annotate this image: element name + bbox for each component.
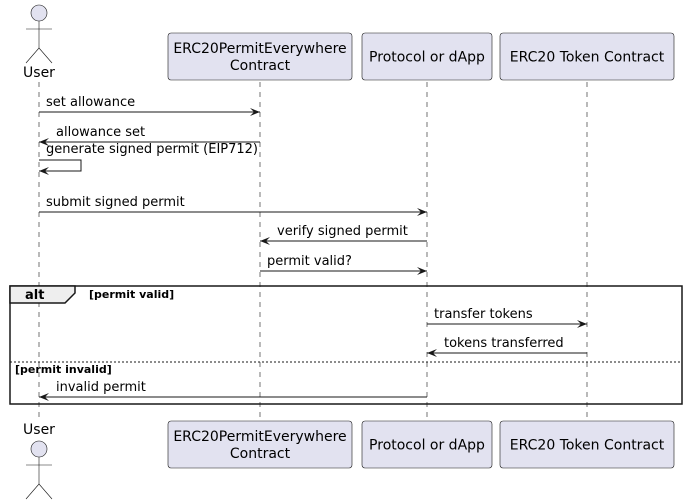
participant-box <box>499 420 675 469</box>
messages: set allowance allowance set generate signe… <box>39 95 587 401</box>
message-label: generate signed permit (EIP712) <box>46 142 258 157</box>
message-label: permit valid? <box>267 254 352 269</box>
fragment-condition-invalid: [permit invalid] <box>15 363 112 376</box>
actor-figure-icon <box>25 440 53 500</box>
message-label: invalid permit <box>56 380 146 395</box>
message-label: tokens transferred <box>444 336 564 351</box>
fragment-operator: alt <box>25 288 44 303</box>
actor-user-bottom: User <box>23 422 55 500</box>
message-label: submit signed permit <box>46 195 185 210</box>
participant-box <box>361 32 493 81</box>
participant-label: Protocol or dApp <box>369 438 485 454</box>
participant-token-top: ERC20 Token Contract <box>499 32 675 81</box>
message-label: transfer tokens <box>434 307 533 322</box>
actor-leg-right <box>38 47 53 64</box>
message-label: allowance set <box>56 125 145 140</box>
lifelines <box>38 82 588 419</box>
message-label: set allowance <box>46 95 135 110</box>
actor-leg-left <box>25 483 40 500</box>
message: tokens transferred <box>427 336 587 357</box>
actor-head <box>30 4 48 22</box>
self-message-arrow <box>39 159 82 175</box>
participant-box <box>361 420 493 469</box>
actor-label: User <box>23 422 55 438</box>
message: set allowance <box>39 95 260 116</box>
fragment-frame <box>9 285 683 405</box>
message-label: verify signed permit <box>277 224 408 239</box>
participant-box <box>167 420 353 469</box>
message: transfer tokens <box>427 307 587 328</box>
participant-label-line: Contract <box>230 446 291 462</box>
fragment-tab <box>9 285 76 304</box>
actor-leg-left <box>25 47 40 64</box>
actor-label: User <box>23 65 55 81</box>
participant-label: ERC20 Token Contract <box>510 50 665 66</box>
fragment-condition-valid: [permit valid] <box>89 288 174 301</box>
participant-label: ERC20 Token Contract <box>510 438 665 454</box>
message: submit signed permit <box>39 195 427 216</box>
actor-head <box>30 440 48 458</box>
participant-label: Protocol or dApp <box>369 50 485 66</box>
actor-figure-icon <box>25 4 53 64</box>
message: verify signed permit <box>260 224 427 245</box>
participant-label-line: ERC20PermitEverywhere <box>173 41 346 57</box>
participant-dapp-top: Protocol or dApp <box>361 32 493 81</box>
actor-leg-right <box>38 483 53 500</box>
message: invalid permit <box>39 380 427 401</box>
participant-box <box>499 32 675 81</box>
participant-token-bottom: ERC20 Token Contract <box>499 420 675 469</box>
actor-user-top: User <box>23 4 55 81</box>
message: generate signed permit (EIP712) <box>39 142 258 175</box>
message: allowance set <box>39 125 260 146</box>
alt-fragment: alt [permit valid] [permit invalid] <box>9 285 683 405</box>
participant-label-line: ERC20PermitEverywhere <box>173 429 346 445</box>
message: permit valid? <box>260 254 427 275</box>
participant-dapp-bottom: Protocol or dApp <box>361 420 493 469</box>
participant-label-line: Contract <box>230 58 291 74</box>
participant-box <box>167 32 353 81</box>
